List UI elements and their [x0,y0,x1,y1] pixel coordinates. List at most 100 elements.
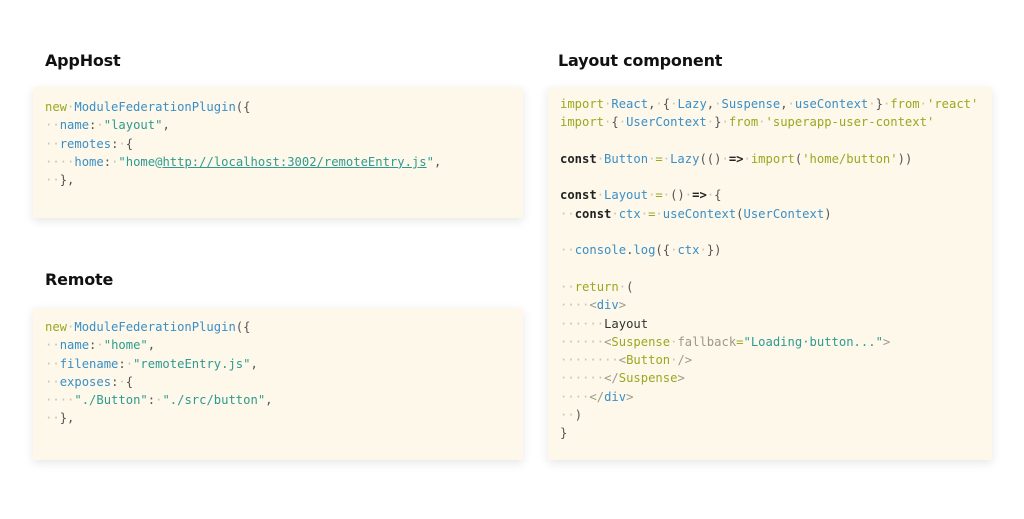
code-token: 'home/button' [802,151,898,166]
code-token: , [250,356,258,371]
code-token: { [662,97,671,111]
remote-code-block: new·ModuleFederationPlugin({··name:·"hom… [45,318,273,428]
whitespace-marker: ·· [560,243,575,258]
code-token: from [728,115,759,130]
whitespace-marker: · [604,97,612,111]
code-token: "remoteEntry.js" [133,356,251,371]
code-line: new·ModuleFederationPlugin({ [45,98,441,116]
whitespace-marker: ·· [574,334,590,349]
code-token: Button [604,151,649,166]
whitespace-marker: · [721,115,729,130]
code-line: ······Layout [560,315,978,333]
whitespace-marker: ·· [560,353,575,368]
whitespace-marker: · [67,100,75,114]
code-line: ········<Button·/> [560,351,978,369]
whitespace-marker: · [743,151,751,166]
code-token: } [875,97,883,111]
code-token: ( [736,206,744,221]
code-token: : [111,136,119,151]
code-token: UserContext [743,206,825,221]
whitespace-marker: ·· [574,353,590,368]
code-token: log [633,243,656,258]
code-line: const·Button·=·Lazy(()·=>·import('home/b… [560,150,978,168]
code-token: => [728,151,744,166]
code-token: ctx [677,243,700,258]
code-token: 'react' [926,97,979,111]
whitespace-marker: ·· [560,298,575,313]
whitespace-marker: · [96,338,104,353]
code-token: div [604,389,627,404]
code-line: const·Layout·=·()·=>·{ [560,186,978,204]
code-line: new·ModuleFederationPlugin({ [45,318,273,336]
whitespace-marker: ·· [560,389,575,404]
code-token: , [433,154,442,169]
code-token: useContext [662,206,737,221]
code-line: ··) [560,406,978,424]
code-token: { [125,136,134,151]
layout-code-panel: import·React,·{·Lazy,·Suspense,·useConte… [548,87,992,460]
code-token: import [560,97,605,111]
code-token: < [589,298,597,313]
code-line [560,168,978,186]
code-token: ) [574,408,583,423]
code-token: "home" [103,338,148,353]
apphost-title: AppHost [45,51,121,70]
code-token: div [596,298,619,313]
code-token: ({ [655,243,671,258]
code-token: new [45,100,68,114]
code-line [560,260,978,278]
whitespace-marker: · [96,118,104,133]
code-token: 'superapp-user-context' [765,115,935,130]
code-token: : [89,338,97,353]
code-token: /> [677,353,693,368]
code-line: import·React,·{·Lazy,·Suspense,·useConte… [560,95,978,113]
code-token: new [45,320,68,334]
whitespace-marker: · [618,279,627,294]
code-token: home [74,154,104,169]
code-token: ModuleFederationPlugin [74,100,236,114]
apphost-code-block: new·ModuleFederationPlugin({··name:·"lay… [45,98,441,189]
code-token: filename [59,356,119,371]
whitespace-marker: ·· [574,371,590,386]
code-token: { [125,374,134,389]
code-token: = [736,334,744,349]
whitespace-marker: ·· [45,411,60,426]
code-token: " [426,154,434,169]
code-token: React [611,97,649,111]
whitespace-marker: ·· [560,316,575,331]
code-token: < [604,334,612,349]
code-token: , [147,338,156,353]
code-token: : [103,154,112,169]
whitespace-marker: · [670,353,678,368]
whitespace-marker: · [919,97,927,111]
code-token: = [648,206,656,221]
code-token: = [655,151,663,166]
whitespace-marker: ·· [45,393,60,408]
code-token: > [882,334,891,349]
code-token: remotes [59,136,112,151]
code-token: console [574,243,627,258]
whitespace-marker: ·· [560,206,575,221]
code-line [560,132,978,150]
whitespace-marker: · [706,188,715,203]
code-line: ··return·( [560,278,978,296]
code-token: "./src/button" [162,393,266,408]
whitespace-marker: ·· [45,136,60,151]
code-token: import [560,115,605,130]
code-token: { [714,188,722,203]
code-token: ) [824,206,832,221]
code-token: const [560,151,597,166]
remote-code-panel: new·ModuleFederationPlugin({··name:·"hom… [33,308,523,460]
code-line: } [560,424,978,442]
whitespace-marker: · [714,97,722,111]
whitespace-marker: ·· [59,393,75,408]
whitespace-marker: ·· [589,316,605,331]
code-token: : [147,393,156,408]
code-token: http://localhost:3002/remoteEntry.js [162,154,427,169]
code-token: } [560,426,568,441]
whitespace-marker: · [118,136,126,151]
code-token: import [750,151,795,166]
code-token: > [626,389,634,404]
whitespace-marker: ·· [45,356,60,371]
whitespace-marker: ·· [59,154,75,169]
